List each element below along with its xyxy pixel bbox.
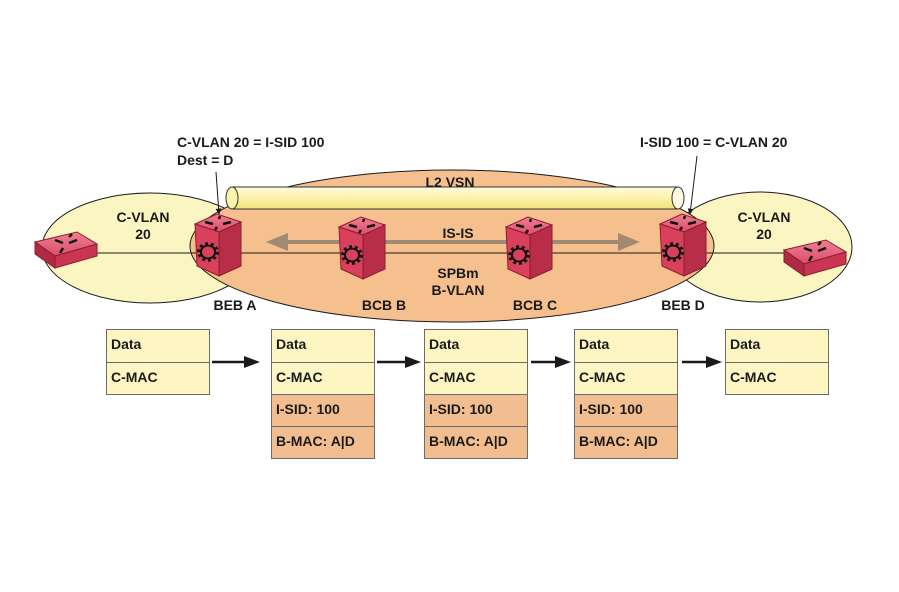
right-cvlan-label: C-VLAN	[737, 209, 791, 225]
frame-field: I-SID: 100	[272, 394, 374, 426]
frame-stack-customer-egress: Data C-MAC	[725, 329, 829, 395]
left-cvlan-label: C-VLAN	[116, 209, 170, 225]
access-switch-icon	[33, 231, 99, 269]
bvlan-label: B-VLAN	[431, 282, 485, 298]
frame-field: C-MAC	[107, 362, 209, 394]
l2vsn-tunnel	[225, 186, 685, 210]
switch-face	[529, 224, 553, 280]
frame-field: C-MAC	[425, 362, 527, 394]
right-cvlan-number: 20	[756, 226, 772, 242]
router-arrows-icon	[669, 215, 697, 231]
switch-face	[218, 221, 242, 277]
left-mapping-annotation: C-VLAN 20 = I-SID 100	[177, 134, 325, 150]
node-label-beb-d: BEB D	[661, 297, 705, 313]
frame-field: Data	[726, 330, 828, 362]
switch-face	[346, 249, 358, 261]
flow-arrow-icon	[212, 356, 260, 368]
left-cvlan-number: 20	[135, 226, 151, 242]
router-arrows-icon	[348, 218, 376, 234]
backbone-core-switch-icon	[337, 216, 387, 280]
frame-field: B-MAC: A|D	[575, 426, 677, 458]
frame-field: B-MAC: A|D	[272, 426, 374, 458]
backbone-core-switch-icon	[504, 216, 554, 280]
router-arrows-icon	[515, 218, 543, 234]
isis-label: IS-IS	[442, 225, 474, 241]
frame-stack-bcb-c: Data C-MAC I-SID: 100 B-MAC: A|D	[574, 329, 678, 459]
l2vsn-label: L2 VSN	[425, 174, 475, 190]
frame-stack-beb-a: Data C-MAC I-SID: 100 B-MAC: A|D	[271, 329, 375, 459]
node-label-bcb-c: BCB C	[512, 297, 558, 313]
right-mapping-annotation: I-SID 100 = C-VLAN 20	[640, 134, 788, 150]
router-arrows-icon	[204, 215, 232, 231]
frame-field: B-MAC: A|D	[425, 426, 527, 458]
node-label-bcb-b: BCB B	[361, 297, 407, 313]
frame-field: C-MAC	[272, 362, 374, 394]
frame-stack-customer-ingress: Data C-MAC	[106, 329, 210, 395]
pointer-line-left	[215, 171, 222, 215]
frame-field: C-MAC	[726, 362, 828, 394]
frame-field: Data	[107, 330, 209, 362]
frame-field: C-MAC	[575, 362, 677, 394]
frame-field: Data	[575, 330, 677, 362]
flow-arrow-icon	[377, 356, 421, 368]
frame-field: I-SID: 100	[575, 394, 677, 426]
switch-face	[362, 224, 386, 280]
frame-field: Data	[425, 330, 527, 362]
node-label-beb-a: BEB A	[213, 297, 257, 313]
flow-arrow-icon	[682, 356, 722, 368]
switch-face	[667, 246, 679, 258]
switch-face	[683, 221, 707, 277]
pointer-line-right	[687, 155, 698, 215]
switch-face	[202, 246, 214, 258]
frame-field: Data	[272, 330, 374, 362]
left-dest-annotation: Dest = D	[177, 152, 234, 168]
backbone-edge-switch-icon	[193, 213, 243, 277]
flow-arrow-icon	[531, 356, 571, 368]
switch-face	[513, 249, 525, 261]
access-switch-icon	[782, 239, 848, 277]
isis-arrow	[266, 233, 640, 251]
backbone-edge-switch-icon	[658, 213, 708, 277]
frame-field: I-SID: 100	[425, 394, 527, 426]
spbm-label: SPBm	[437, 265, 479, 281]
frame-stack-bcb-b: Data C-MAC I-SID: 100 B-MAC: A|D	[424, 329, 528, 459]
